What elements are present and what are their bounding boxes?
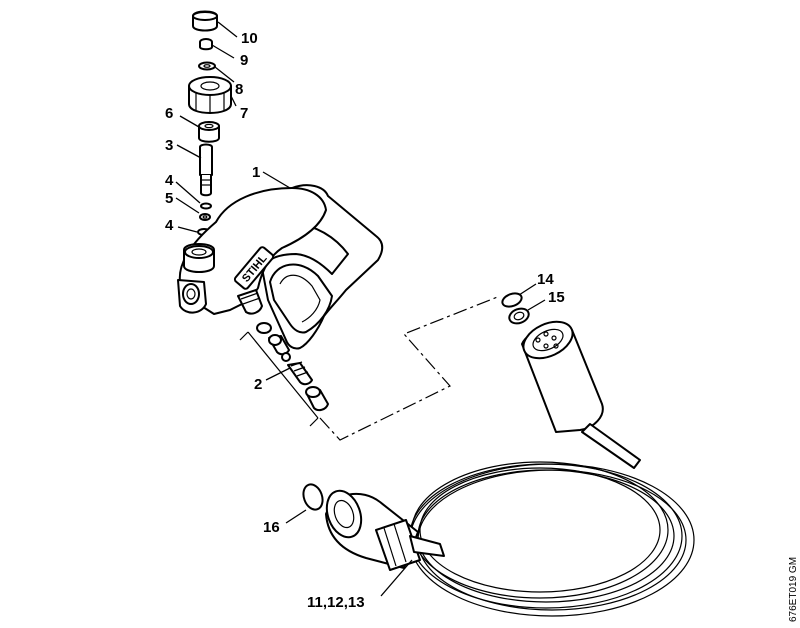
part-1-spray-gun: STIHL	[177, 184, 384, 350]
part-15-washer	[508, 307, 530, 325]
part-4-o-ring-upper	[200, 202, 212, 210]
callout-16: 16	[263, 519, 280, 536]
part-16-o-ring	[302, 483, 324, 511]
callout-5: 5	[165, 190, 173, 207]
callout-11-12-13: 11,12,13	[307, 594, 365, 611]
part-3-valve-pin	[199, 143, 213, 197]
callout-15: 15	[548, 289, 565, 306]
callout-4-upper: 4	[165, 172, 174, 189]
callout-1: 1	[252, 164, 260, 181]
drawing-code: 676ET019 GM	[788, 557, 799, 622]
callout-2: 2	[254, 376, 262, 393]
part-10-cap	[192, 10, 218, 32]
assembly-line	[319, 295, 501, 441]
part-9-screw	[199, 38, 213, 51]
leader-lines	[175, 21, 546, 597]
part-14-o-ring	[501, 292, 523, 308]
callout-3: 3	[165, 137, 173, 154]
part-2-valve-kit	[239, 322, 329, 427]
part-8-washer	[198, 61, 216, 71]
callout-4-lower: 4	[165, 217, 174, 234]
hose-assembly	[325, 320, 695, 617]
callout-10: 10	[241, 30, 258, 47]
part-5-washer	[199, 213, 211, 221]
callout-6: 6	[165, 105, 173, 122]
part-7-nut	[188, 76, 232, 114]
callout-7: 7	[240, 105, 248, 122]
callout-14: 14	[537, 271, 554, 288]
part-6-insert	[198, 121, 220, 143]
callout-9: 9	[240, 52, 248, 69]
callout-8: 8	[235, 81, 243, 98]
